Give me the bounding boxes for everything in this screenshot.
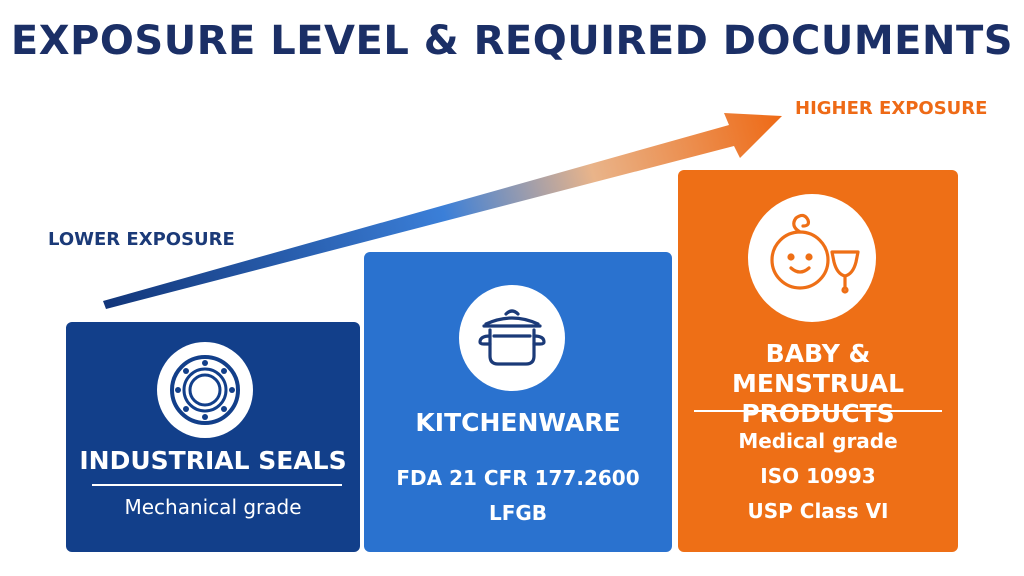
- baby-and-cup-icon: [770, 213, 860, 294]
- icon-badge: [459, 285, 565, 391]
- icon-badge: [157, 342, 253, 438]
- card-title-line: PRODUCTS: [741, 399, 895, 428]
- page-title: EXPOSURE LEVEL & REQUIRED DOCUMENTS: [10, 18, 1014, 64]
- document-item: FDA 21 CFR 177.2600: [396, 466, 640, 490]
- card-title: BABY & MENSTRUAL PRODUCTS: [678, 339, 958, 429]
- card-title-line: KITCHENWARE: [415, 408, 621, 437]
- document-item: ISO 10993: [760, 464, 876, 488]
- document-item: USP Class VI: [747, 499, 889, 523]
- icon-badge: [748, 194, 876, 322]
- seal-ring-icon: [170, 355, 240, 425]
- card-divider: [92, 484, 342, 486]
- baby-menstrual-card: BABY & MENSTRUAL PRODUCTS Medical grade …: [678, 170, 958, 552]
- document-list: FDA 21 CFR 177.2600 LFGB: [364, 461, 672, 531]
- card-divider: [694, 410, 942, 412]
- document-item: Mechanical grade: [124, 495, 302, 519]
- industrial-seals-card: INDUSTRIAL SEALS Mechanical grade: [66, 322, 360, 552]
- card-title: INDUSTRIAL SEALS: [66, 445, 360, 476]
- card-title: KITCHENWARE: [364, 407, 672, 438]
- kitchenware-card: KITCHENWARE FDA 21 CFR 177.2600 LFGB: [364, 252, 672, 552]
- document-item: Medical grade: [738, 429, 898, 453]
- card-title-line: INDUSTRIAL SEALS: [79, 446, 347, 475]
- document-item: LFGB: [488, 501, 548, 525]
- cooking-pot-icon: [478, 309, 546, 366]
- card-title-line: BABY & MENSTRUAL: [732, 339, 904, 398]
- document-list: Medical grade ISO 10993 USP Class VI: [678, 424, 958, 529]
- lower-exposure-label: LOWER EXPOSURE: [48, 229, 235, 250]
- higher-exposure-label: HIGHER EXPOSURE: [795, 98, 988, 119]
- document-list: Mechanical grade: [66, 490, 360, 525]
